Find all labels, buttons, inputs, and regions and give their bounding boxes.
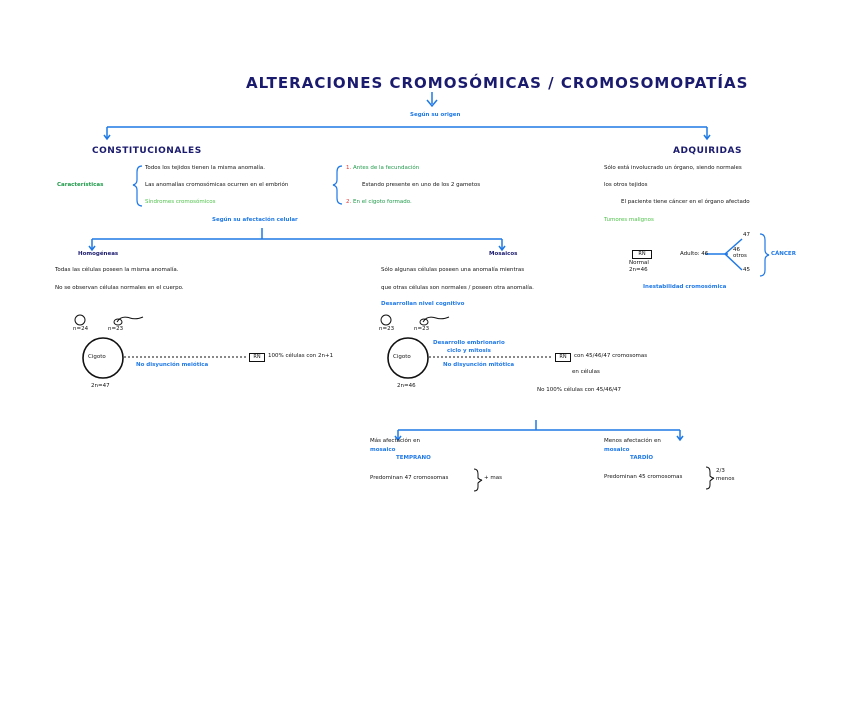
- const-line-1: Todos los tejidos tienen la misma anomal…: [145, 165, 266, 171]
- segun-origen-label: Según su origen: [410, 112, 461, 118]
- menos-brace: [705, 466, 715, 490]
- mas-line-1: Más afectación en: [370, 438, 420, 444]
- mosaico-line-2: que otras células son normales / poseen …: [381, 285, 534, 291]
- homogeneas-heading: Homogéneas: [78, 251, 119, 257]
- homog-no-disyuncion: No disyunción meiótica: [136, 362, 209, 368]
- mosaico-en-celulas: en células: [572, 369, 600, 375]
- const-line-3: Síndromes cromosómicos: [145, 199, 216, 205]
- mosaico-cigoto-label: Cigoto: [393, 354, 411, 360]
- mosaico-no-disyuncion: No disyunción mitótica: [443, 362, 515, 368]
- mosaico-esperma-n: n=23: [414, 326, 430, 332]
- adq-inestabilidad: Inestabilidad cromosómica: [643, 284, 727, 290]
- mosaico-cigoto-n: 2n=46: [397, 383, 416, 389]
- cancer-brace: [759, 233, 770, 277]
- menos-predominan: Predominan 45 cromosomas: [604, 474, 683, 480]
- menos-line-1: Menos afectación en: [604, 438, 661, 444]
- homog-line-1: Todas las células poseen la misma anomal…: [55, 267, 179, 273]
- timing-brace: [332, 165, 343, 205]
- mosaico-ovulo: [380, 314, 392, 326]
- timing-item-1: 1. Antes de la fecundación: [346, 165, 420, 171]
- homog-cigoto-circle: [82, 337, 124, 379]
- menos-brace-label-2: menos: [716, 476, 735, 482]
- mosaico-rn-box: RN: [555, 353, 571, 362]
- mas-predominan: Predominan 47 cromosomas: [370, 475, 449, 481]
- mosaico-rn-text: con 45/46/47 cromosomas: [574, 353, 648, 359]
- menos-line-3: TARDÍO: [630, 455, 654, 461]
- mas-brace: [473, 468, 483, 492]
- adq-otros: otros: [733, 253, 747, 259]
- adq-cancer: CÁNCER: [771, 251, 796, 257]
- timing-item-2: Estando presente en uno de los 2 gametos: [362, 182, 481, 188]
- mosaico-ovulo-n: n=23: [379, 326, 395, 332]
- homog-ovulo-n: n=24: [73, 326, 89, 332]
- adq-46: 46: [733, 247, 740, 253]
- menos-brace-label-1: 2/3: [716, 468, 725, 474]
- homog-cigoto-n: 2n=47: [91, 383, 110, 389]
- caracteristicas-brace: [132, 165, 143, 207]
- homog-rn-box: RN: [249, 353, 265, 362]
- const-line-2: Las anomalías cromosómicas ocurren en el…: [145, 182, 289, 188]
- mosaico-no-100: No 100% células con 45/46/47: [537, 387, 621, 393]
- adq-normal-n: 2n=46: [629, 267, 648, 273]
- mosaico-line-1: Sólo algunas células poseen una anomalía…: [381, 267, 525, 273]
- homog-esperma-n: n=23: [108, 326, 124, 332]
- adq-line-2: los otros tejidos: [604, 182, 648, 188]
- adq-47: 47: [743, 232, 750, 238]
- constitucionales-heading: CONSTITUCIONALES: [92, 146, 202, 156]
- mosaico-cigoto-circle: [387, 337, 429, 379]
- adq-line-3: El paciente tiene cáncer en el órgano af…: [621, 199, 750, 205]
- homog-line-2: No se observan células normales en el cu…: [55, 285, 184, 291]
- mas-line-2: mosaico: [370, 447, 396, 453]
- caracteristicas-label: Características: [57, 182, 104, 188]
- adq-normal: Normal: [629, 260, 649, 266]
- adq-45: 45: [743, 267, 750, 273]
- segun-afectacion-label: Según su afectación celular: [212, 217, 298, 223]
- homog-ovulo: [74, 314, 86, 326]
- adquiridas-heading: ADQUIRIDAS: [673, 146, 742, 156]
- homog-rn-text: 100% células con 2n+1: [268, 353, 334, 359]
- adq-rn-box: RN: [632, 250, 652, 259]
- mas-line-3: TEMPRANO: [396, 455, 431, 461]
- mosaicos-heading: Mosaicos: [489, 251, 518, 257]
- menos-line-2: mosaico: [604, 447, 630, 453]
- page-title: ALTERACIONES CROMOSÓMICAS / CROMOSOMOPAT…: [246, 74, 749, 92]
- mosaico-ciclo: ciclo y mitosis: [447, 348, 491, 354]
- mas-brace-label: + mas: [484, 475, 502, 481]
- title-arrow-head: [426, 99, 438, 108]
- mosaico-desarrollo-emb: Desarrollo embrionario: [433, 340, 505, 346]
- adq-line-4: Tumores malignos: [604, 217, 654, 223]
- adq-line-1: Sólo está involucrado un órgano, siendo …: [604, 165, 742, 171]
- homog-cigoto-label: Cigoto: [88, 354, 106, 360]
- adq-adulto: Adulto: 46: [680, 251, 709, 257]
- timing-item-3: 2. En el cigoto formado.: [346, 199, 412, 205]
- mosaico-desarrollo: Desarrollan nivel cognitivo: [381, 301, 465, 307]
